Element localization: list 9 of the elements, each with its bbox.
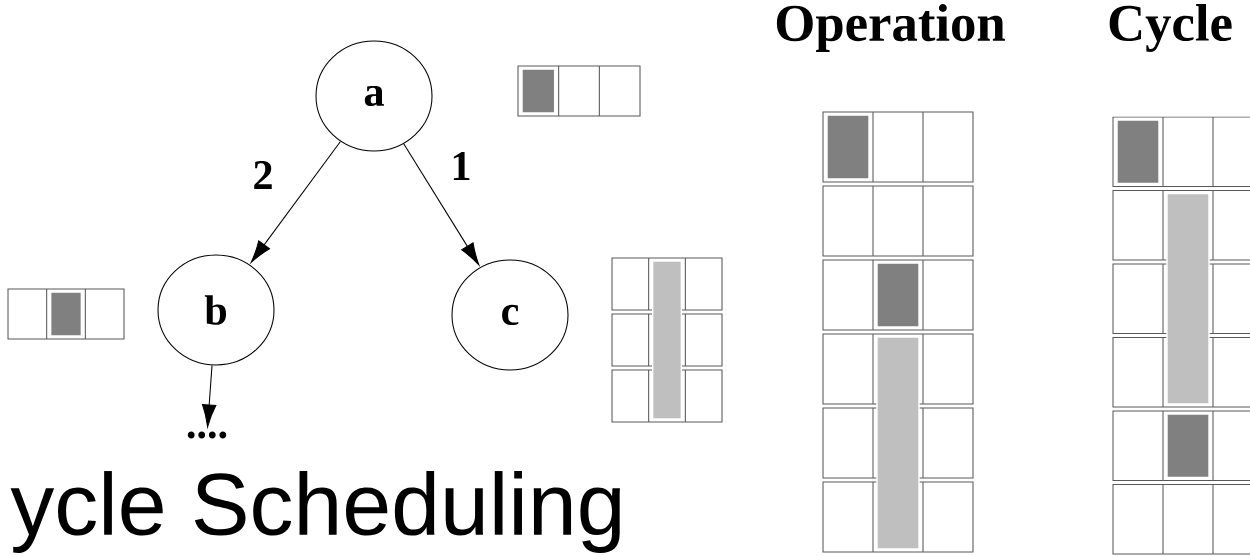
edge-label: 2 [250,159,276,191]
column-heading: Operation [776,4,1005,52]
edge-label: 1 [448,150,474,182]
arrow [403,143,480,266]
column-heading: Cycle [1109,4,1232,52]
slide-title: ycle Scheduling [10,471,620,553]
ellipsis-text: .... [187,431,227,439]
arrow [202,364,217,428]
arrow [250,140,341,263]
